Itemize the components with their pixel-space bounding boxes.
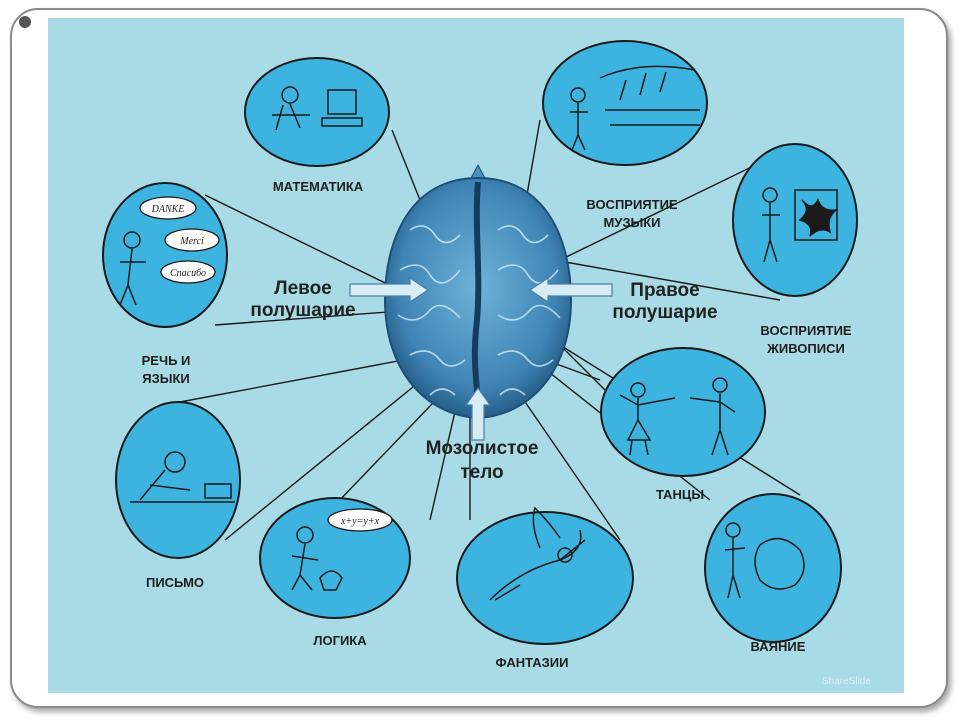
bubble-fantasy bbox=[456, 511, 634, 645]
label-left-hemisphere-1: Левое bbox=[274, 278, 332, 299]
label-speech-1: РЕЧЬ И bbox=[141, 353, 191, 368]
label-music-1: ВОСПРИЯТИЕ bbox=[586, 197, 678, 212]
logic-thought-bubble bbox=[327, 508, 393, 532]
logic-formula: x+y=y+x bbox=[340, 516, 380, 527]
label-math: МАТЕМАТИКА bbox=[272, 179, 364, 194]
speech-text-1: DANKE bbox=[151, 204, 185, 215]
watermark: ShareSlide bbox=[822, 676, 871, 687]
label-right-hemisphere-2: полушарие bbox=[612, 302, 718, 323]
bubble-dance bbox=[600, 347, 766, 477]
label-logic: ЛОГИКА bbox=[313, 633, 367, 648]
label-corpus-callosum-1: Мозолистое bbox=[425, 438, 539, 459]
speech-bubble-2 bbox=[164, 228, 220, 252]
label-fantasy: ФАНТАЗИИ bbox=[495, 655, 569, 670]
label-dance: ТАНЦЫ bbox=[655, 487, 705, 502]
label-painting-1: ВОСПРИЯТИЕ bbox=[760, 323, 852, 338]
slide-bullet-dot bbox=[19, 16, 31, 28]
label-writing: ПИСЬМО bbox=[145, 575, 205, 590]
label-left-hemisphere-2: полушарие bbox=[250, 300, 356, 321]
hemisphere-arrows bbox=[349, 276, 613, 441]
speech-text-3: Спасибо bbox=[170, 268, 206, 279]
speech-bubble-1 bbox=[139, 196, 197, 220]
bubble-speech bbox=[102, 182, 228, 328]
label-sculpture: ВАЯНИЕ bbox=[750, 639, 806, 654]
bubble-sculpture bbox=[704, 493, 842, 643]
bubble-music bbox=[542, 40, 708, 166]
bubble-figures bbox=[119, 65, 839, 601]
label-right-hemisphere-1: Правое bbox=[630, 280, 700, 301]
label-painting-2: ЖИВОПИСИ bbox=[767, 341, 845, 356]
label-corpus-callosum-2: тело bbox=[460, 462, 504, 483]
speech-text-2: Merci bbox=[179, 236, 204, 247]
bubble-writing bbox=[115, 401, 241, 559]
label-speech-2: ЯЗЫКИ bbox=[142, 371, 190, 386]
label-music-2: МУЗЫКИ bbox=[603, 215, 661, 230]
bubble-math bbox=[244, 57, 390, 167]
speech-bubble-3 bbox=[160, 260, 216, 284]
